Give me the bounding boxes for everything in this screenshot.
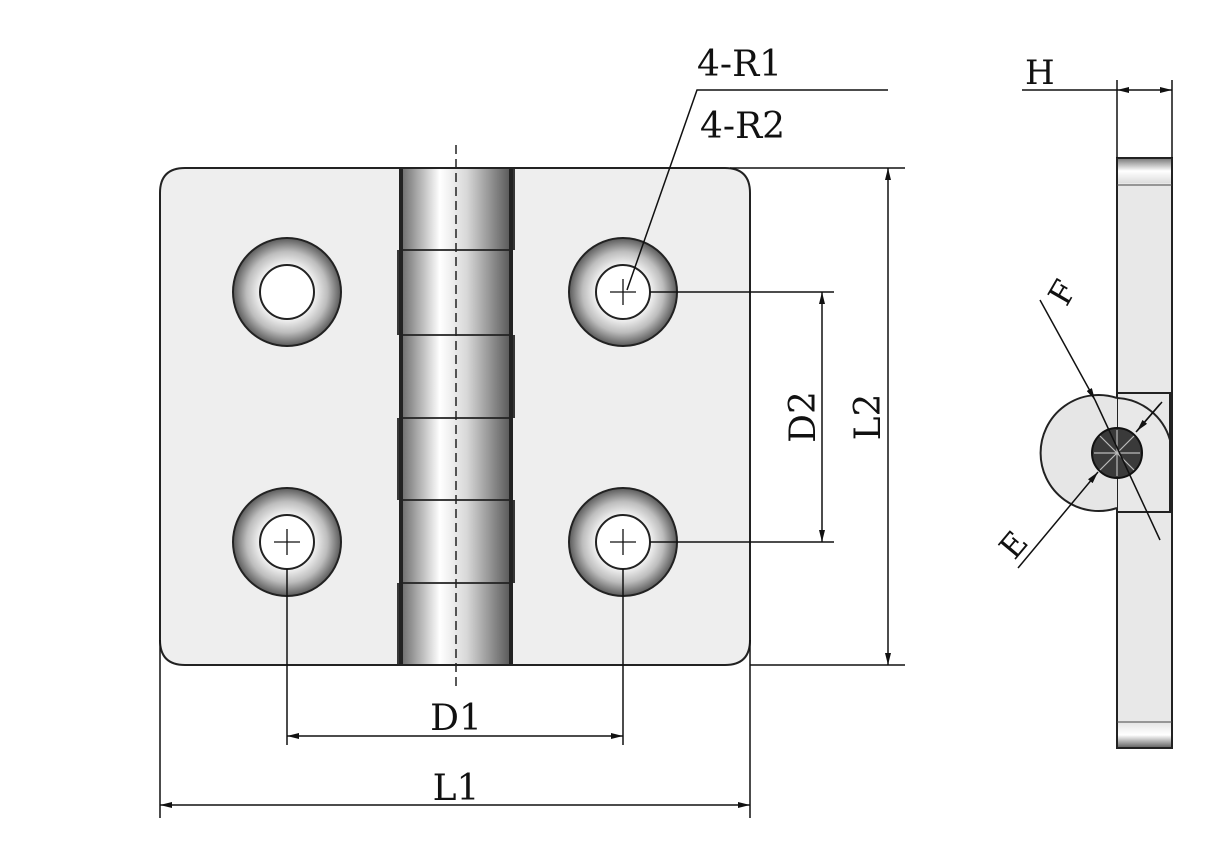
label-l2: L2 — [848, 394, 889, 441]
dimension-lines — [159, 89, 905, 818]
label-f: F — [1040, 273, 1084, 311]
side-view — [1017, 80, 1173, 749]
label-4-r1: 4-R1 — [697, 44, 782, 85]
label-e: E — [992, 524, 1036, 566]
label-d2: D2 — [783, 391, 824, 443]
label-d1: D1 — [430, 698, 482, 739]
label-l1: L1 — [433, 768, 480, 809]
knuckle — [397, 145, 515, 690]
hole-top-left — [232, 237, 342, 347]
front-view — [159, 145, 751, 690]
side-knuckle — [1039, 392, 1171, 513]
label-h: H — [1025, 53, 1055, 93]
label-4-r2: 4-R2 — [700, 106, 785, 147]
hole-crosshairs — [274, 279, 636, 555]
